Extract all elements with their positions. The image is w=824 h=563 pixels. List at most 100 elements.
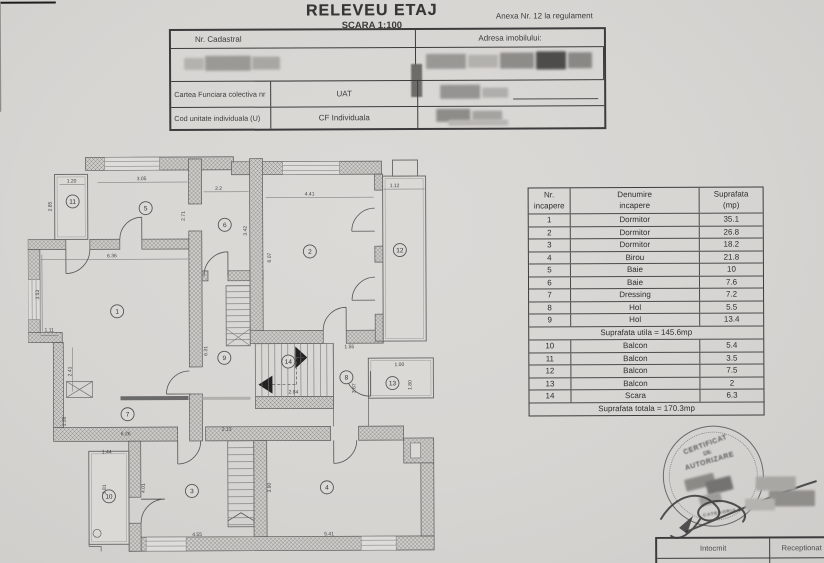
legend-room-name: Dormitor xyxy=(570,213,700,226)
legend-room-area: 3.5 xyxy=(726,353,738,363)
room-number-label: 3 xyxy=(190,488,194,495)
dimension-label: 3.67 xyxy=(351,383,357,393)
windows xyxy=(27,156,397,552)
room-number-circle xyxy=(217,350,232,365)
adresa-label: Adresa imobilului: xyxy=(478,33,542,43)
dimension-label: 1.00 xyxy=(394,362,404,368)
room-number-label: 12 xyxy=(396,247,404,254)
floor-plan-drawing: 12345678910111213141.203.052.24.411.126.… xyxy=(27,156,435,552)
legend-room-number: 14 xyxy=(529,390,572,402)
dimension-label: 2.84 xyxy=(289,389,299,395)
redacted-value xyxy=(768,490,815,507)
legend-room-area: 2 xyxy=(729,378,735,388)
legend-room-area: 13.4 xyxy=(723,314,740,324)
legend-room-number: 2 xyxy=(528,226,571,239)
signoff-empty-row xyxy=(657,558,824,563)
legend-room-name: Baie xyxy=(570,276,701,289)
dimension-label: 1.20 xyxy=(67,178,77,184)
room-number-circle xyxy=(319,480,334,495)
legend-room-number: 11 xyxy=(529,352,572,365)
legend-subtotal: Suprafata utila = 145.6mp xyxy=(529,324,764,340)
room-number-circle xyxy=(110,304,125,319)
room-number-circle xyxy=(302,244,317,259)
adresa-value-redacted xyxy=(415,47,605,80)
legend-total: Suprafata totala = 170.3mp xyxy=(529,400,764,416)
legend-room-name: Dressing xyxy=(571,288,701,301)
scan-edge-top xyxy=(0,1,56,4)
legend-room-area: 18.2 xyxy=(723,239,740,249)
legend-room-area: 7.6 xyxy=(725,277,738,287)
redacted-value xyxy=(568,52,593,69)
redacted-value xyxy=(482,87,509,98)
legend-room-area: 10 xyxy=(726,264,736,274)
dimension-label: 2.85 xyxy=(48,201,54,211)
dimension-label: 2.2 xyxy=(215,186,222,192)
dimension-label: 3.05 xyxy=(137,176,147,182)
room-number-label: 11 xyxy=(69,199,76,206)
dimension-label: 6.07 xyxy=(267,253,273,263)
redacted-value xyxy=(252,56,281,70)
dimension-label: 3.90 xyxy=(267,483,273,493)
dimension-label: 1.38 xyxy=(62,416,68,426)
cf-individuala-label: CF Individuala xyxy=(271,106,419,129)
room-number-circle xyxy=(392,243,407,258)
redacted-value xyxy=(448,119,509,126)
legend-room-area: 21.8 xyxy=(723,252,740,262)
redacted-value xyxy=(205,55,252,71)
legend-room-name: Birou xyxy=(570,251,700,264)
redacted-value xyxy=(535,51,567,70)
room-number-label: 2 xyxy=(308,249,312,256)
room-number-label: 8 xyxy=(345,375,349,382)
dimension-label: 5.41 xyxy=(324,531,334,537)
redacted-value xyxy=(500,52,535,69)
dimension-label: 2.41 xyxy=(67,366,73,376)
signoff-table: Intocmit Receptionat xyxy=(655,536,824,563)
redacted-value xyxy=(468,54,499,68)
intocmit-value xyxy=(657,558,771,563)
balcony-column-symbol xyxy=(92,528,102,538)
room-number-label: 9 xyxy=(223,355,227,362)
room-number-label: 13 xyxy=(389,380,397,387)
legend-header-cell: Nr.incapere xyxy=(528,188,571,214)
legend-room-area: 5.5 xyxy=(726,302,738,312)
dimension-label: 6.26 xyxy=(121,431,131,437)
nr-cadastral-value-redacted xyxy=(170,47,417,82)
dimension-label: 1.11 xyxy=(45,328,55,334)
stair-rungs xyxy=(226,291,328,526)
dimension-label: 1.55 xyxy=(344,344,354,350)
legend-room-name: Balcon xyxy=(571,339,701,352)
closet-rail-dark xyxy=(120,395,189,401)
room-number-circle xyxy=(385,376,400,391)
dimension-label: 6.36 xyxy=(107,253,117,259)
cod-unitate-row: Cod unitate individuala (U) CF Individua… xyxy=(171,105,605,130)
room-number-circle xyxy=(184,484,199,498)
legend-room-number: 1 xyxy=(528,214,571,226)
dimension-label: 3.42 xyxy=(243,226,249,236)
redacted-value xyxy=(755,476,796,491)
dimension-label: 1.80 xyxy=(407,380,413,390)
cadastral-table: Nr. Cadastral Adresa imobilului: Cartea … xyxy=(168,27,607,132)
dimension-label: 3.81 xyxy=(102,484,108,494)
legend-header-cell: Suprafata(mp) xyxy=(713,189,749,210)
cod-unitate-label: Cod unitate individuala (U) xyxy=(171,107,272,130)
signature-line xyxy=(513,98,599,100)
legend-room-name: Baie xyxy=(570,263,700,276)
legend-room-area: 7.2 xyxy=(725,289,738,299)
signoff-header-row: Intocmit Receptionat xyxy=(657,538,824,559)
legend-room-number: 7 xyxy=(529,289,572,301)
page-title: RELEVEU ETAJ xyxy=(305,1,438,20)
dimension-lines xyxy=(40,181,425,392)
legend-room-number: 5 xyxy=(528,264,571,276)
room-number-label: 5 xyxy=(144,205,148,212)
